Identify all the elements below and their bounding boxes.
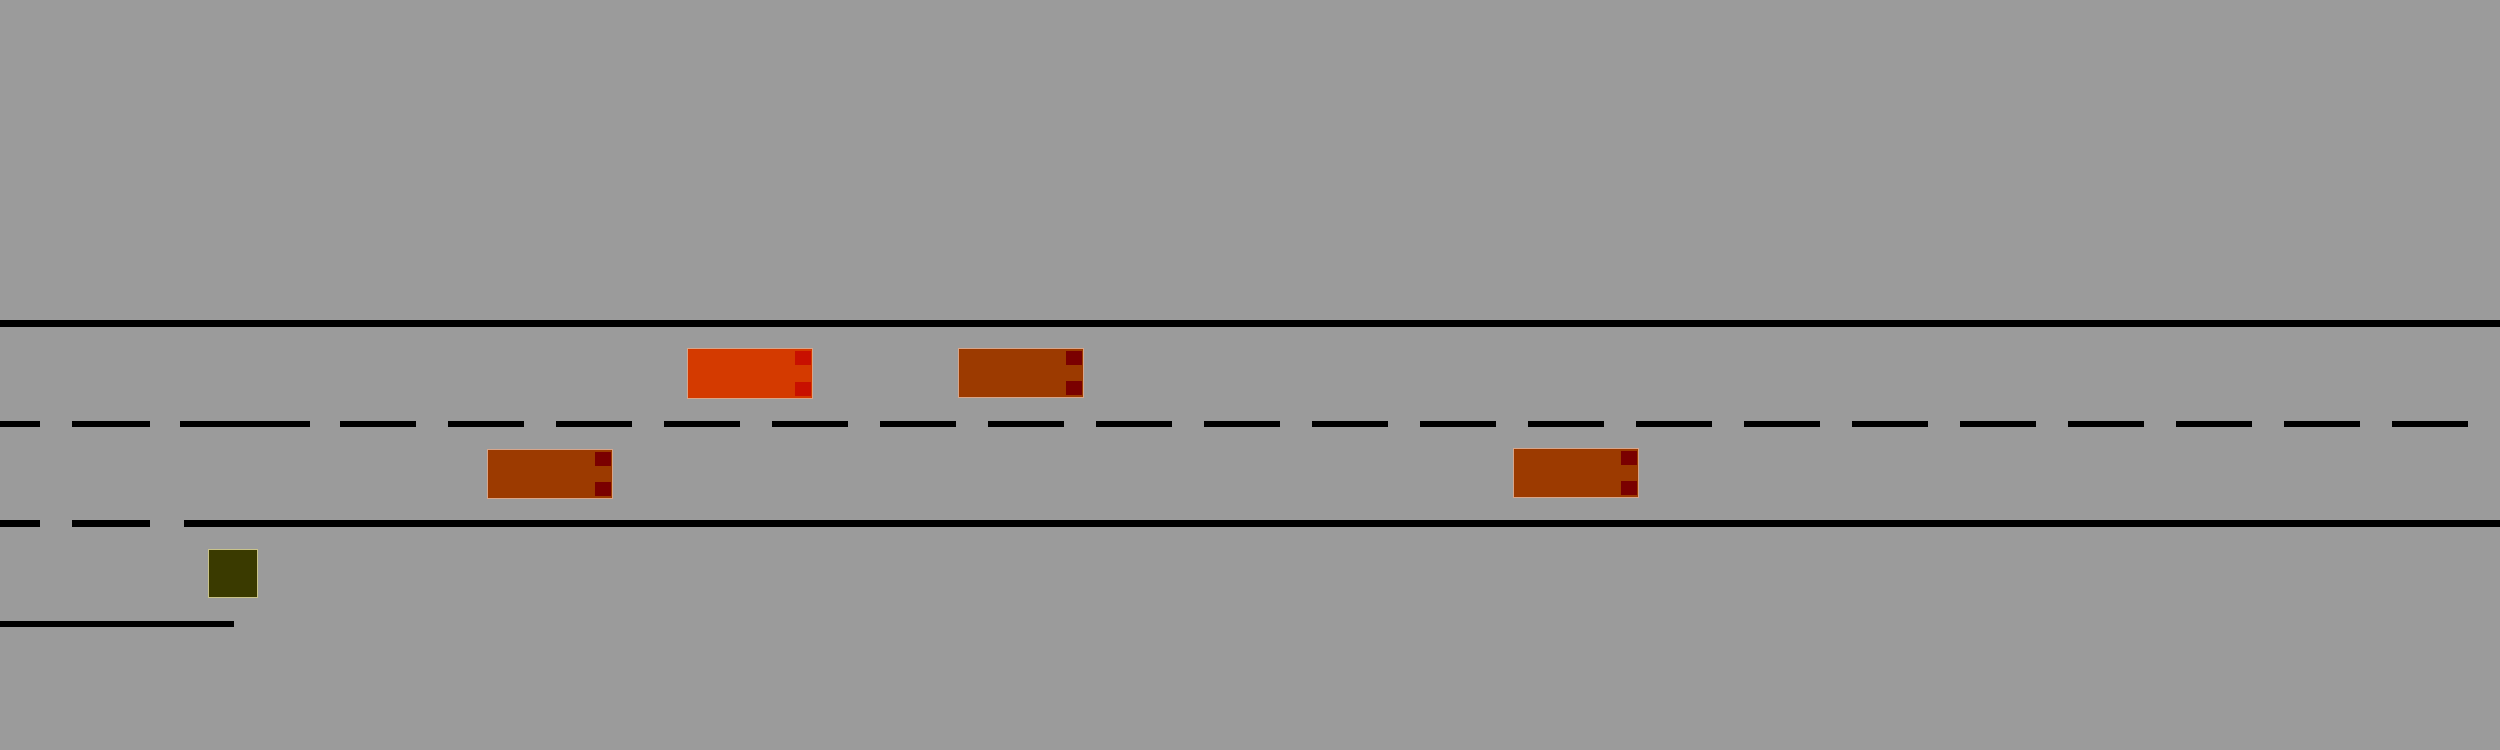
vehicle-light bbox=[1066, 351, 1082, 365]
traffic-vehicle bbox=[1513, 448, 1639, 498]
lane-dash bbox=[448, 421, 524, 427]
road-edge-bottom-segment bbox=[72, 520, 150, 527]
lane-dash bbox=[988, 421, 1064, 427]
lane-dash bbox=[0, 421, 40, 427]
lane-dash bbox=[180, 421, 310, 427]
lane-dash bbox=[880, 421, 956, 427]
lane-dash bbox=[556, 421, 632, 427]
traffic-vehicle bbox=[958, 348, 1084, 398]
road-edge-top bbox=[0, 320, 2500, 327]
ramp-edge bbox=[0, 621, 234, 627]
lane-dash bbox=[2068, 421, 2144, 427]
lane-dash bbox=[2176, 421, 2252, 427]
lane-dash bbox=[772, 421, 848, 427]
lane-divider bbox=[0, 421, 2500, 427]
vehicle-light bbox=[1621, 451, 1637, 465]
lane-dash bbox=[664, 421, 740, 427]
vehicle-light bbox=[1066, 381, 1082, 395]
lane-dash bbox=[1420, 421, 1496, 427]
vehicle-light bbox=[595, 482, 611, 496]
lane-dash bbox=[1096, 421, 1172, 427]
lane-dash bbox=[1528, 421, 1604, 427]
lane-dash bbox=[2284, 421, 2360, 427]
vehicle-light bbox=[595, 452, 611, 466]
vehicle-light bbox=[795, 382, 811, 396]
player-vehicle bbox=[687, 348, 813, 399]
road-edge-bottom bbox=[184, 520, 2500, 527]
obstacle-block bbox=[208, 549, 258, 598]
road-edge-bottom-segment bbox=[0, 520, 40, 527]
lane-dash bbox=[1204, 421, 1280, 427]
vehicle-light bbox=[1621, 481, 1637, 495]
lane-dash bbox=[1636, 421, 1712, 427]
vehicle-light bbox=[795, 351, 811, 365]
lane-dash bbox=[1312, 421, 1388, 427]
lane-dash bbox=[1852, 421, 1928, 427]
lane-dash bbox=[1744, 421, 1820, 427]
lane-dash bbox=[1960, 421, 2036, 427]
lane-dash bbox=[72, 421, 150, 427]
traffic-vehicle bbox=[487, 449, 613, 499]
lane-dash bbox=[2392, 421, 2468, 427]
lane-dash bbox=[340, 421, 416, 427]
